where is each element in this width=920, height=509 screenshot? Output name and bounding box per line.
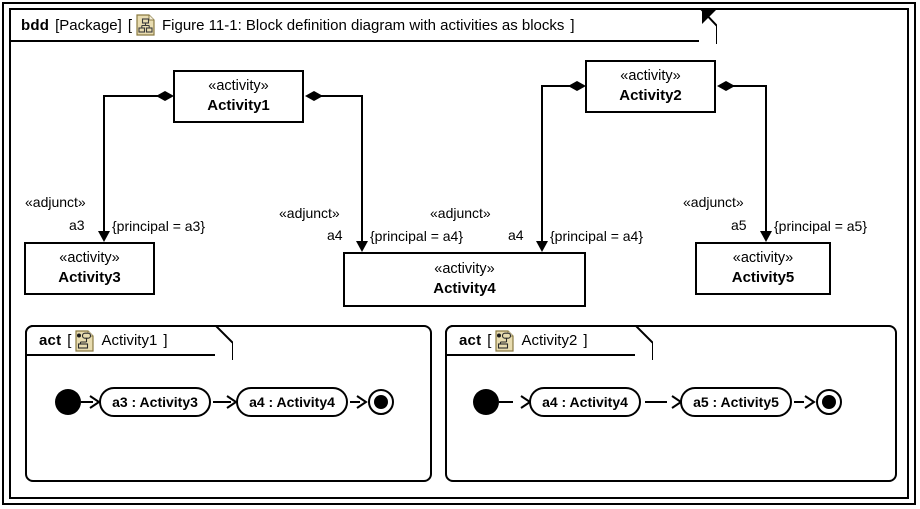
association-end-name: a3	[69, 217, 85, 233]
association-stereotype: «adjunct»	[683, 194, 744, 210]
act-header-corner	[635, 327, 653, 360]
act-bracket-open: [	[67, 332, 72, 349]
association-line	[732, 85, 767, 87]
association-arrowhead	[536, 241, 548, 252]
bdd-frame: bdd [Package] [ Figure 11-1: Block defin…	[9, 8, 909, 499]
flow-edge	[794, 401, 804, 403]
bdd-header-corner	[699, 10, 717, 44]
block-activity4[interactable]: «activity» Activity4	[343, 252, 586, 307]
bdd-title: Figure 11-1: Block definition diagram wi…	[161, 16, 565, 34]
association-line	[103, 95, 105, 233]
block-name: Activity1	[207, 96, 270, 114]
bdd-bracket-open: [	[127, 16, 132, 34]
association-line	[541, 85, 571, 87]
act-keyword: act	[459, 332, 482, 349]
act-header-corner	[215, 327, 233, 360]
association-arrowhead	[356, 241, 368, 252]
bdd-bracket-close: ]	[570, 16, 575, 34]
association-stereotype: «adjunct»	[279, 205, 340, 221]
block-name: Activity2	[619, 86, 682, 104]
act-keyword: act	[39, 332, 62, 349]
bdd-diagram-icon	[136, 14, 155, 36]
composite-diamond	[568, 81, 586, 91]
act-title: Activity1	[101, 332, 158, 349]
association-line	[320, 95, 363, 97]
act-title: Activity2	[521, 332, 578, 349]
association-end-name: a4	[508, 227, 524, 243]
activity-diagram-icon	[495, 329, 515, 352]
association-constraint: {principal = a3}	[112, 218, 206, 234]
association-constraint: {principal = a4}	[370, 228, 464, 244]
bdd-frame-header: bdd [Package] [ Figure 11-1: Block defin…	[11, 8, 718, 44]
association-line	[361, 95, 363, 243]
bdd-scope: [Package]	[55, 16, 122, 34]
association-arrowhead	[760, 231, 772, 242]
act-frame-header: act [ Activity2 ]	[445, 325, 653, 360]
act-frame-header: act [ Activity1 ]	[25, 325, 233, 360]
initial-node	[473, 389, 499, 415]
flow-edge	[499, 401, 513, 403]
flow-edge	[350, 401, 360, 403]
flow-arrowhead	[804, 395, 816, 409]
block-name: Activity3	[58, 268, 121, 286]
initial-node	[55, 389, 81, 415]
action-node[interactable]: a4 : Activity4	[236, 387, 348, 417]
block-stereotype: «activity»	[208, 78, 269, 95]
block-activity3[interactable]: «activity» Activity3	[24, 242, 155, 295]
composite-diamond	[156, 91, 174, 101]
association-line	[103, 95, 159, 97]
association-line	[765, 85, 767, 233]
block-activity2[interactable]: «activity» Activity2	[585, 60, 716, 113]
association-stereotype: «adjunct»	[25, 194, 86, 210]
bdd-keyword: bdd	[21, 16, 50, 34]
association-arrowhead	[98, 231, 110, 242]
final-node	[368, 389, 394, 415]
composite-diamond	[305, 91, 323, 101]
activity-diagram-icon	[75, 329, 95, 352]
block-stereotype: «activity»	[59, 250, 120, 267]
association-constraint: {principal = a4}	[550, 228, 644, 244]
act-frame-activity2: act [ Activity2 ]	[445, 325, 897, 482]
association-end-name: a5	[731, 217, 747, 233]
act-bracket-close: ]	[583, 332, 588, 349]
final-node	[816, 389, 842, 415]
flow-edge	[645, 401, 667, 403]
block-stereotype: «activity»	[620, 68, 681, 85]
association-line	[541, 85, 543, 243]
action-node[interactable]: a4 : Activity4	[529, 387, 641, 417]
association-constraint: {principal = a5}	[774, 218, 868, 234]
flow-edge	[213, 401, 231, 403]
association-stereotype: «adjunct»	[430, 205, 491, 221]
action-node[interactable]: a3 : Activity3	[99, 387, 211, 417]
block-name: Activity5	[731, 268, 795, 286]
composite-diamond	[717, 81, 735, 91]
association-end-name: a4	[327, 227, 343, 243]
flow-arrowhead	[356, 395, 368, 409]
flow-edge	[81, 401, 93, 403]
act-bracket-close: ]	[163, 332, 168, 349]
block-stereotype: «activity»	[732, 250, 794, 267]
block-name: Activity4	[433, 279, 496, 297]
act-bracket-open: [	[487, 332, 492, 349]
block-activity5[interactable]: «activity» Activity5	[695, 242, 831, 295]
block-stereotype: «activity»	[434, 261, 495, 278]
block-activity1[interactable]: «activity» Activity1	[173, 70, 304, 123]
action-node[interactable]: a5 : Activity5	[680, 387, 792, 417]
act-frame-activity1: act [ Activity1 ]	[25, 325, 432, 482]
